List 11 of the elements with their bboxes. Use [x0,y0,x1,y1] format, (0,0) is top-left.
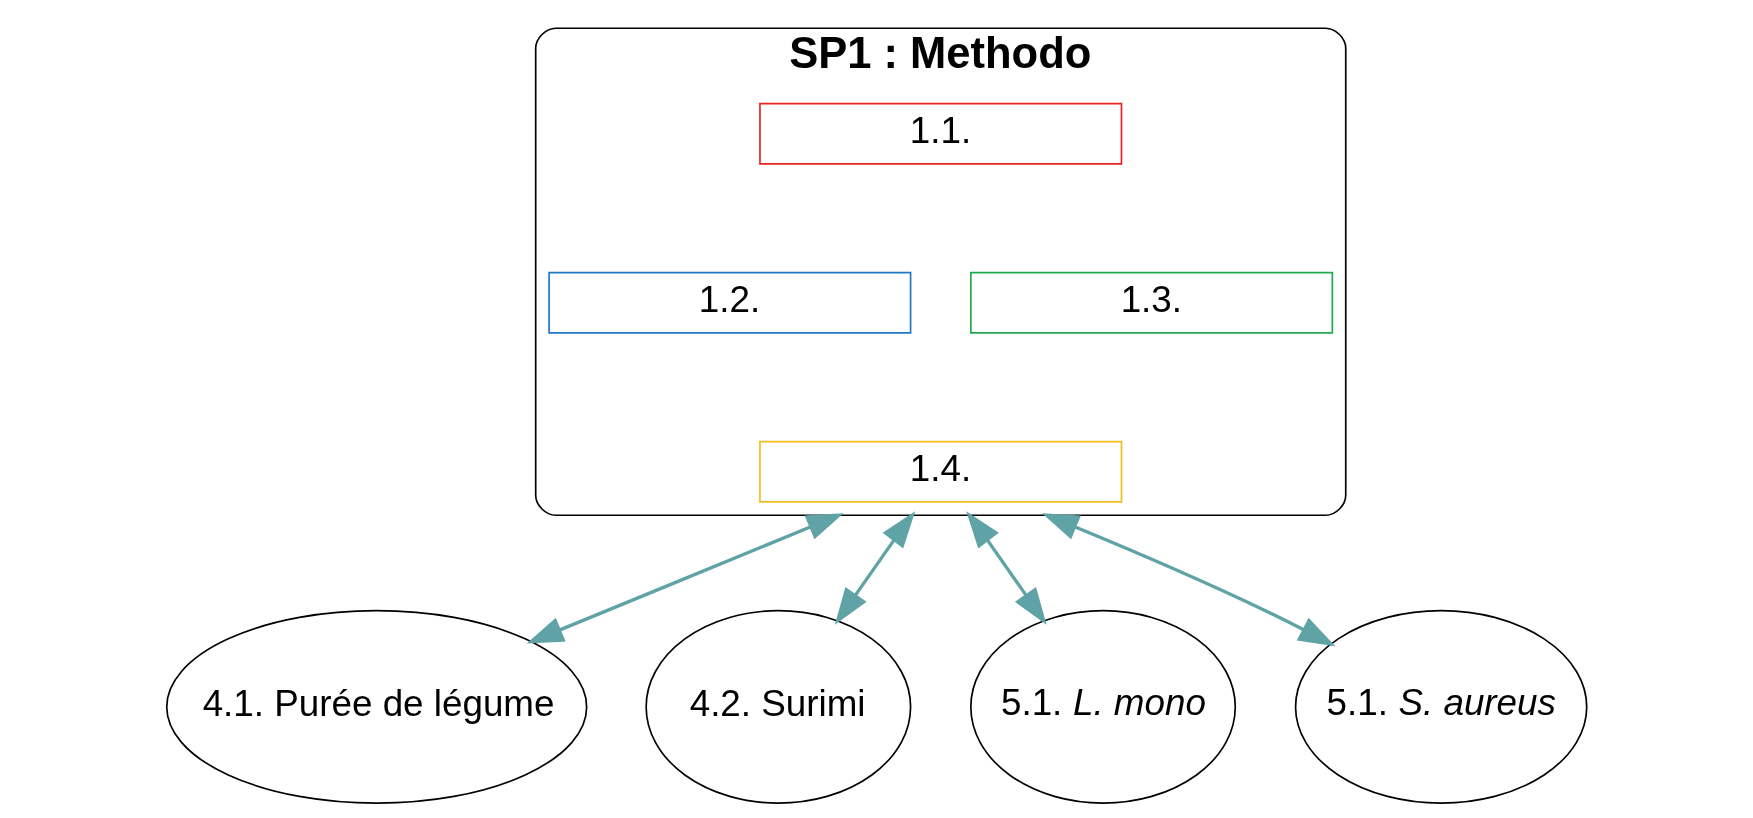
node-box: 1.2. [548,271,912,334]
node-ellipse: 5.1. L. mono [970,609,1237,804]
arrow [834,511,916,625]
node-box: 1.3. [970,271,1334,334]
arrow [966,511,1047,625]
node-ellipse: 4.1. Purée de légume [165,609,588,804]
node-box: 1.1. [759,102,1123,165]
node-ellipse: 4.2. Surimi [645,609,912,804]
arrow [526,513,844,644]
node-box: 1.4. [759,440,1123,503]
arrow [1041,513,1336,647]
